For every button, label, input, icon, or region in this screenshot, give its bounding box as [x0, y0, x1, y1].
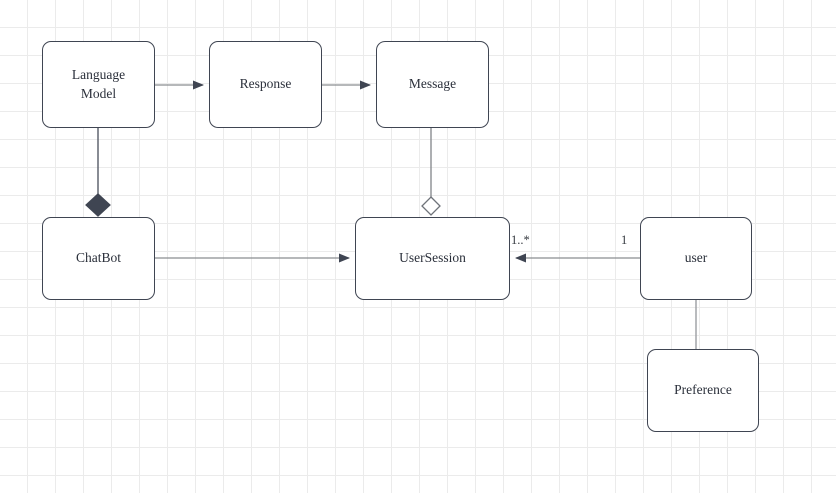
class-node-message[interactable]: Message — [376, 41, 489, 128]
class-node-label: Language Model — [71, 67, 126, 101]
class-node-language-model[interactable]: Language Model — [42, 41, 155, 128]
class-node-usersession[interactable]: UserSession — [355, 217, 510, 300]
multiplicity-label-user: 1 — [621, 233, 628, 247]
filled-diamond-marker — [85, 193, 111, 217]
class-node-chatbot[interactable]: ChatBot — [42, 217, 155, 300]
class-node-label: Preference — [674, 382, 732, 398]
class-node-preference[interactable]: Preference — [647, 349, 759, 432]
class-node-label: ChatBot — [75, 250, 121, 266]
edge-chatbot-to-language-model — [85, 128, 111, 217]
multiplicity-label-usersession: 1..* — [511, 233, 530, 247]
class-node-label: Message — [408, 76, 457, 92]
class-node-label: Response — [239, 76, 292, 92]
class-node-label: UserSession — [399, 250, 466, 266]
class-node-response[interactable]: Response — [209, 41, 322, 128]
edge-message-to-usersession — [421, 128, 441, 216]
class-node-label: user — [684, 250, 708, 266]
hollow-diamond-marker — [421, 196, 441, 216]
class-node-user[interactable]: user — [640, 217, 752, 300]
